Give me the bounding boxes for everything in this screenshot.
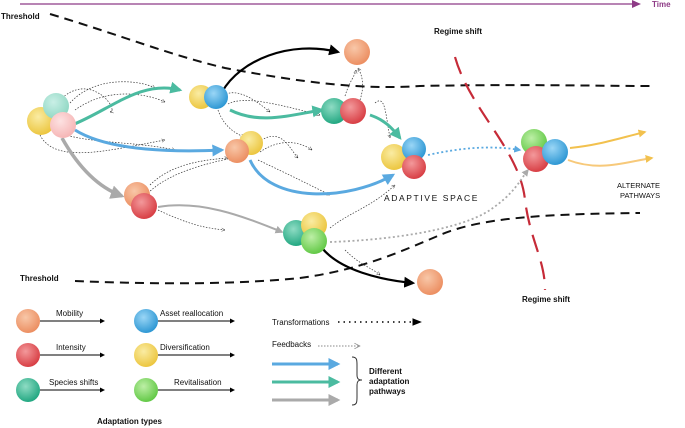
alternate-pathway-1 [569, 129, 647, 149]
legend-species-shifts-label: Species shifts [49, 378, 98, 387]
regime-shift-line [453, 56, 547, 291]
node-intensity [131, 193, 157, 219]
pathway-blue-1 [74, 128, 225, 157]
alternate-pathway-2 [567, 154, 654, 167]
alternate-pathways-label-2: PATHWAYS [620, 191, 660, 200]
cluster-4 [225, 131, 263, 163]
alternate-pathways-label-1: ALTERNATE [617, 181, 660, 190]
legend-adaptation-types-title: Adaptation types [97, 417, 162, 426]
feedback-arrow [374, 100, 390, 138]
node-asset-reallocation [542, 139, 568, 165]
feedback-arrow [69, 81, 155, 104]
legend-revitalisation-label: Revitalisation [174, 378, 222, 387]
cluster-7 [283, 212, 327, 254]
legend-diversification-label: Diversification [160, 343, 210, 352]
threshold-line-bottom [74, 212, 641, 285]
node-diversification [381, 144, 407, 170]
threshold-label-bottom: Threshold [20, 274, 59, 283]
adaptive-space-label: ADAPTIVE SPACE [384, 193, 479, 203]
feedback-arrow [259, 142, 312, 153]
pathway-gray-2 [157, 204, 284, 234]
legend-pathways-label-1: Different [369, 367, 402, 376]
node-mobility [344, 39, 370, 65]
feedback-arrow [139, 158, 232, 203]
regime-shift-label-top: Regime shift [434, 27, 482, 36]
legend-species-shifts-swatch [16, 378, 40, 402]
cluster-2 [189, 85, 228, 109]
legend-line-types: Transformations Feedbacks Different adap… [272, 318, 422, 406]
node-intensity-light [50, 112, 76, 138]
legend-pathways-brace [351, 356, 363, 406]
cluster-3 [321, 98, 366, 124]
transformation-black-1 [221, 44, 341, 93]
threshold-label-top: Threshold [1, 12, 40, 21]
legend-adaptation-types: Mobility Asset reallocation Intensity Di… [16, 309, 235, 426]
legend-mobility-swatch [16, 309, 40, 333]
node-asset-reallocation [402, 137, 426, 161]
pathway-gray-1 [60, 137, 125, 199]
node-intensity [340, 98, 366, 124]
cluster-start [27, 93, 76, 138]
legend-intensity-label: Intensity [56, 343, 86, 352]
pathway-blue-2 [248, 159, 396, 196]
legend-transformations-label: Transformations [272, 318, 330, 327]
pathway-green-1 [71, 81, 183, 127]
legend-feedbacks-label: Feedbacks [272, 340, 311, 349]
transformation-black-2 [321, 247, 416, 288]
legend-asset-reallocation-swatch [134, 309, 158, 333]
legend-mobility-label: Mobility [56, 309, 83, 318]
legend-diversification-swatch [134, 343, 158, 367]
legend-asset-reallocation-label: Asset reallocation [160, 309, 223, 318]
feedback-arrow [149, 158, 228, 186]
node-mobility [417, 269, 443, 295]
threshold-line-top [49, 13, 651, 89]
legend-intensity-swatch [16, 343, 40, 367]
feedback-arrow [329, 185, 395, 229]
legend-revitalisation-swatch [134, 378, 158, 402]
legend-pathways-label-2: adaptation [369, 377, 410, 386]
feedback-arrow [344, 70, 356, 97]
cluster-6 [381, 137, 426, 179]
feedback-arrow [257, 159, 330, 196]
pathway-gray-dotted [329, 168, 529, 243]
feedback-arrow [74, 93, 165, 111]
node-asset-reallocation [204, 85, 228, 109]
cluster-5 [124, 182, 157, 219]
feedback-arrow [357, 68, 363, 101]
time-axis-arrowhead [632, 0, 641, 8]
feedback-arrow [157, 209, 225, 230]
regime-shift-label-bottom: Regime shift [522, 295, 570, 304]
pathway-blue-dotted [427, 145, 522, 156]
legend-pathways-label-3: pathways [369, 387, 406, 396]
node-mobility [225, 139, 249, 163]
pathway-green-2 [229, 105, 325, 120]
pathway-green-3 [369, 113, 402, 140]
node-intensity [402, 155, 426, 179]
time-label: Time [652, 0, 671, 9]
node-revitalisation [301, 228, 327, 254]
feedback-arrow [344, 249, 380, 275]
cluster-final [521, 129, 568, 172]
node-species-shift [321, 98, 347, 124]
